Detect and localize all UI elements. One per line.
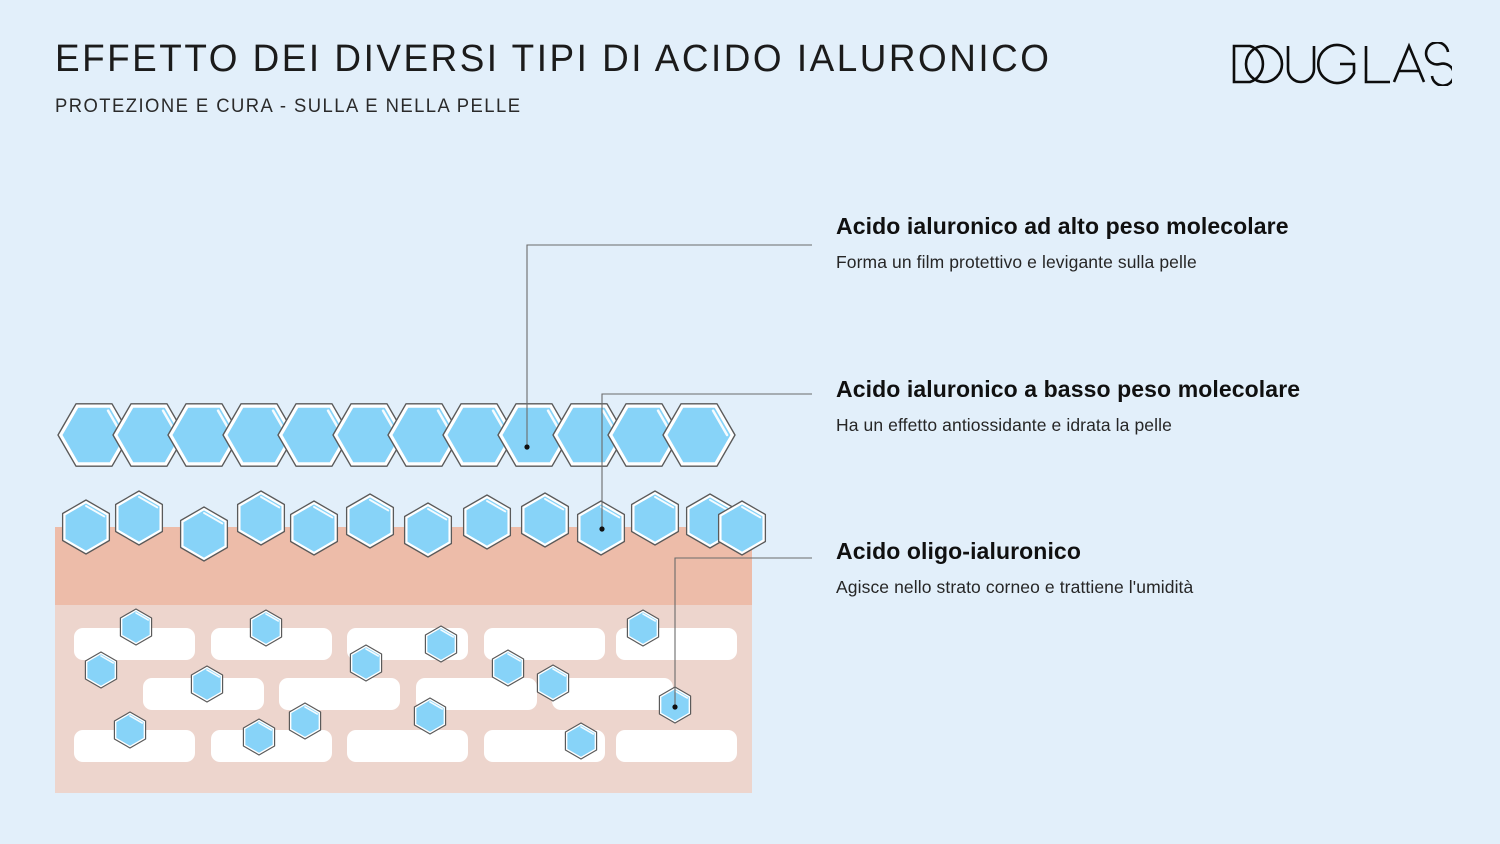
- low-molecular-weight-hexagon: [61, 499, 111, 555]
- skin-cell-brick: [616, 628, 737, 660]
- callout-basso-peso-molecolare: Acido ialuronico a basso peso molecolare…: [836, 376, 1456, 436]
- callout-title: Acido oligo-ialuronico: [836, 538, 1081, 564]
- leader-oligo: [672, 557, 812, 710]
- callout-oligo-ialuronico: Acido oligo-ialuronico Agisce nello stra…: [836, 538, 1456, 598]
- callout-alto-peso-molecolare: Acido ialuronico ad alto peso molecolare…: [836, 213, 1456, 273]
- stratum-corneum-layer: [55, 527, 752, 605]
- oligo-hyaluronic-hexagon: [564, 722, 598, 760]
- skin-cell-brick: [484, 628, 605, 660]
- high-molecular-weight-hexagon: [277, 403, 351, 467]
- callout-description: Ha un effetto antiossidante e idrata la …: [836, 415, 1172, 435]
- high-molecular-weight-hexagon: [552, 403, 626, 467]
- low-molecular-weight-hexagon: [685, 493, 735, 549]
- skin-cell-brick: [347, 730, 468, 762]
- oligo-hyaluronic-hexagon: [424, 625, 458, 663]
- leader-endpoint-dot: [599, 526, 605, 532]
- skin-cell-brick: [74, 730, 195, 762]
- oligo-hyaluronic-hexagon: [113, 711, 147, 749]
- oligo-hyaluronic-molecules: [84, 608, 692, 760]
- douglas-logo: [1230, 42, 1452, 86]
- callout-title: Acido ialuronico ad alto peso molecolare: [836, 213, 1289, 239]
- low-molecular-weight-hexagon: [179, 506, 229, 562]
- high-molecular-weight-hexagon: [387, 403, 461, 467]
- low-molecular-weight-hexagon: [345, 493, 395, 549]
- high-molecular-weight-film: [57, 403, 736, 467]
- oligo-hyaluronic-hexagon: [413, 697, 447, 735]
- leader-lines: [524, 244, 812, 710]
- high-molecular-weight-hexagon: [607, 403, 681, 467]
- high-molecular-weight-hexagon: [112, 403, 186, 467]
- skin-cell-bricks: [74, 628, 737, 762]
- header: EFFETTO DEI DIVERSI TIPI DI ACIDO IALURO…: [55, 38, 1215, 118]
- epidermis-layer: [55, 605, 752, 793]
- oligo-hyaluronic-hexagon: [119, 608, 153, 646]
- high-molecular-weight-hexagon: [497, 403, 571, 467]
- low-molecular-weight-hexagon: [236, 490, 286, 546]
- oligo-hyaluronic-hexagon: [288, 702, 322, 740]
- low-molecular-weight-hexagon: [462, 494, 512, 550]
- low-molecular-weight-hexagon: [520, 492, 570, 548]
- skin-cell-brick: [552, 678, 673, 710]
- leader-endpoint-dot: [672, 704, 678, 710]
- skin-cell-brick: [74, 628, 195, 660]
- leader-basso-peso: [599, 393, 812, 532]
- douglas-logo-icon: [1232, 42, 1452, 86]
- low-molecular-weight-hexagon: [289, 500, 339, 556]
- callout-title: Acido ialuronico a basso peso molecolare: [836, 376, 1301, 402]
- oligo-hyaluronic-hexagon: [536, 664, 570, 702]
- oligo-hyaluronic-hexagon: [242, 718, 276, 756]
- low-molecular-weight-hexagon: [717, 500, 767, 556]
- low-molecular-weight-hexagon: [114, 490, 164, 546]
- skin-cell-brick: [484, 730, 605, 762]
- high-molecular-weight-hexagon: [662, 403, 736, 467]
- callout-description: Forma un film protettivo e levigante sul…: [836, 252, 1197, 272]
- high-molecular-weight-hexagon: [332, 403, 406, 467]
- skin-cell-brick: [616, 730, 737, 762]
- low-molecular-weight-hexagon: [403, 502, 453, 558]
- high-molecular-weight-hexagon: [167, 403, 241, 467]
- high-molecular-weight-hexagon: [222, 403, 296, 467]
- oligo-hyaluronic-hexagon: [84, 651, 118, 689]
- high-molecular-weight-hexagon: [57, 403, 131, 467]
- oligo-hyaluronic-hexagon: [349, 644, 383, 682]
- skin-cell-brick: [279, 678, 400, 710]
- high-molecular-weight-hexagon: [442, 403, 516, 467]
- skin-cell-brick: [416, 678, 537, 710]
- oligo-hyaluronic-hexagon: [190, 665, 224, 703]
- leader-alto-peso: [524, 244, 812, 450]
- oligo-hyaluronic-hexagon: [626, 609, 660, 647]
- oligo-hyaluronic-hexagon: [491, 649, 525, 687]
- low-molecular-weight-molecules: [61, 490, 767, 562]
- leader-endpoint-dot: [524, 444, 530, 450]
- low-molecular-weight-hexagon: [576, 500, 626, 556]
- skin-cell-brick: [347, 628, 468, 660]
- skin-cell-brick: [143, 678, 264, 710]
- oligo-hyaluronic-hexagon: [249, 609, 283, 647]
- skin-cell-brick: [211, 730, 332, 762]
- callout-description: Agisce nello strato corneo e trattiene l…: [836, 577, 1194, 597]
- page-title: EFFETTO DEI DIVERSI TIPI DI ACIDO IALURO…: [55, 38, 1052, 80]
- skin-cell-brick: [211, 628, 332, 660]
- low-molecular-weight-hexagon: [630, 490, 680, 546]
- oligo-hyaluronic-hexagon: [658, 686, 692, 724]
- page-subtitle: PROTEZIONE E CURA - SULLA E NELLA PELLE: [55, 95, 522, 117]
- skin-layers: [55, 527, 752, 793]
